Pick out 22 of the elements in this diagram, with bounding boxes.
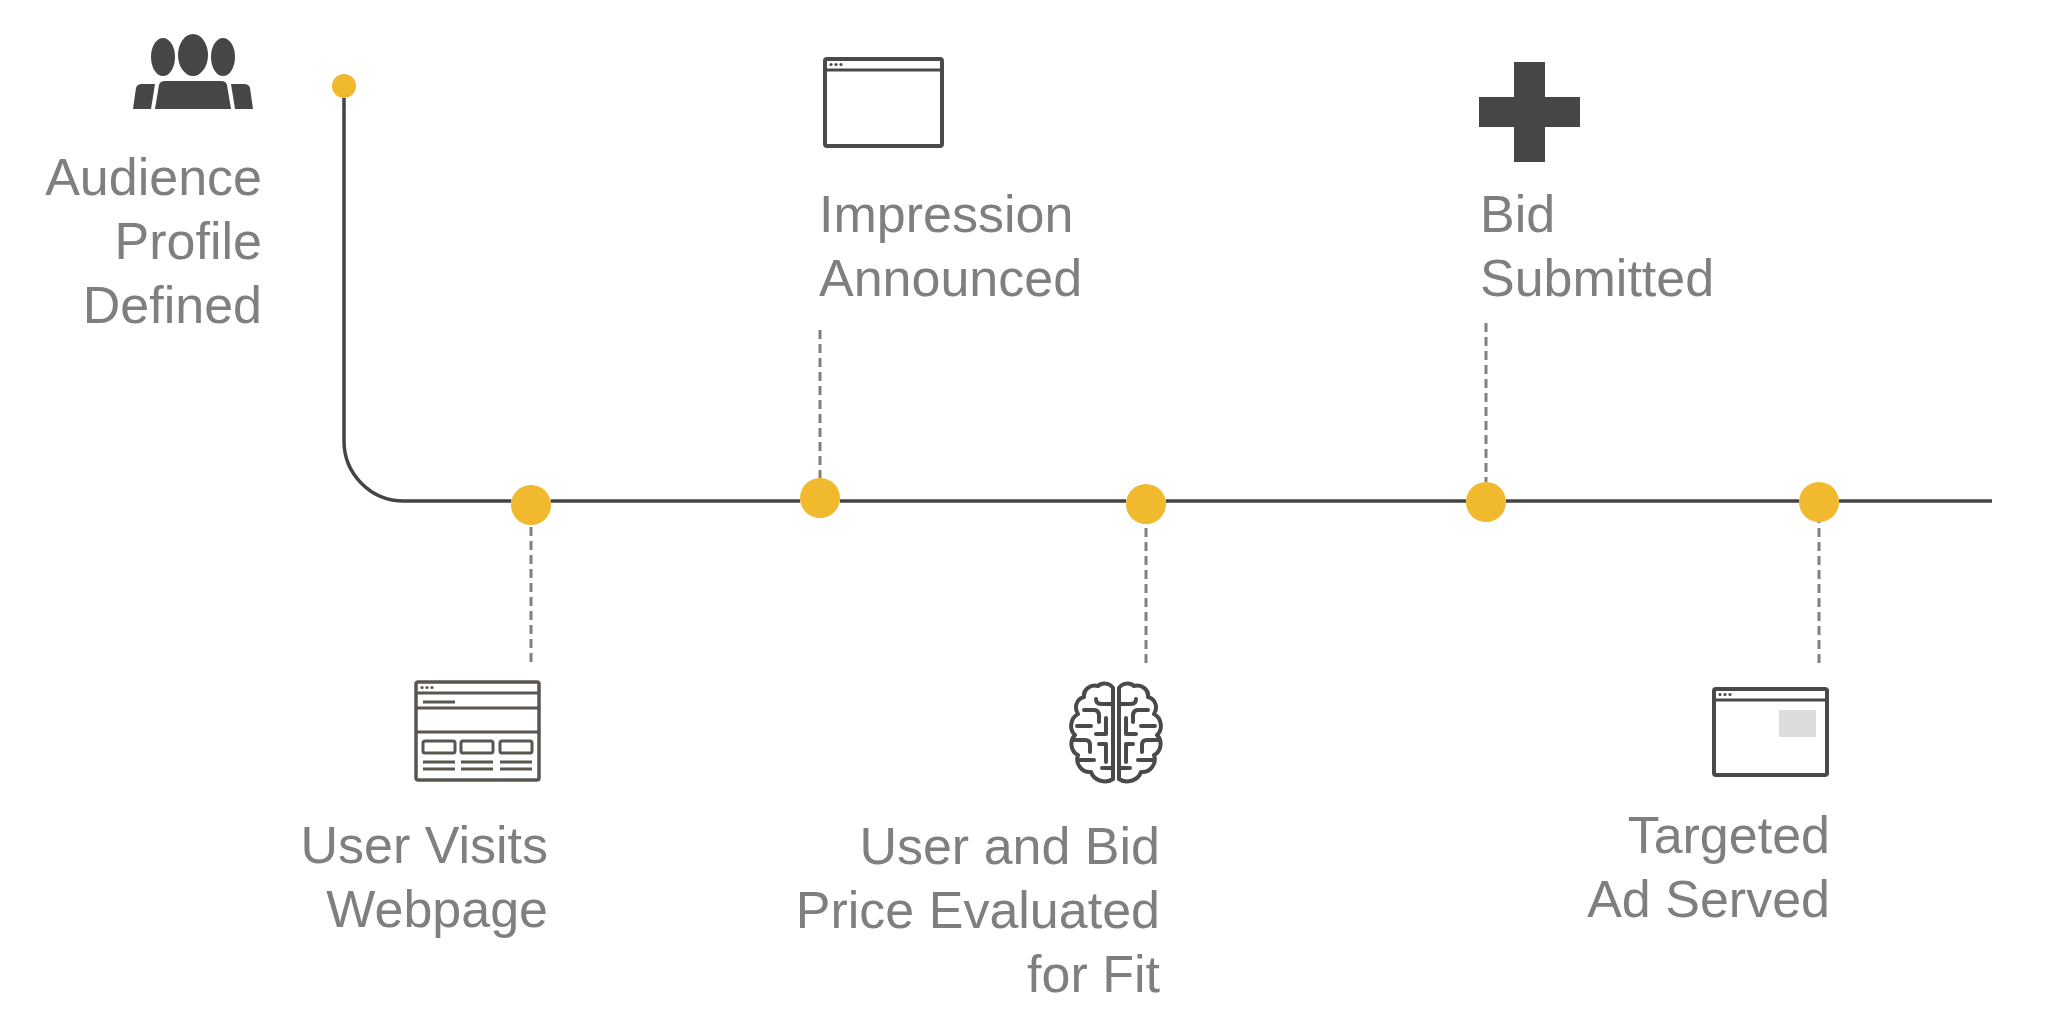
timeline-line bbox=[839, 499, 1127, 503]
step-label: Targeted Ad Served bbox=[1586, 805, 1830, 930]
leader-line bbox=[529, 525, 533, 662]
leader-line bbox=[1817, 522, 1821, 663]
timeline-line bbox=[1165, 499, 1466, 503]
timeline-line bbox=[1839, 499, 1992, 503]
leader-line bbox=[1484, 323, 1488, 482]
step-label: Bid Submitted bbox=[1480, 184, 1716, 309]
timeline-dot bbox=[800, 478, 840, 518]
step-label: Audience Profile Defined bbox=[44, 147, 262, 336]
timeline-line bbox=[1506, 499, 1799, 503]
leader-line bbox=[818, 330, 822, 478]
timeline-dot bbox=[511, 485, 551, 525]
timeline-dot bbox=[1466, 482, 1506, 522]
timeline-dot bbox=[1126, 484, 1166, 524]
step-label: User and Bid Price Evaluated for Fit bbox=[794, 816, 1160, 1005]
timeline-line bbox=[342, 98, 512, 503]
timeline-line bbox=[550, 499, 801, 503]
timeline-dot bbox=[1799, 482, 1839, 522]
step-label: Impression Announced bbox=[819, 184, 1084, 309]
timeline-dot bbox=[332, 74, 356, 98]
step-label: User Visits Webpage bbox=[299, 815, 548, 940]
